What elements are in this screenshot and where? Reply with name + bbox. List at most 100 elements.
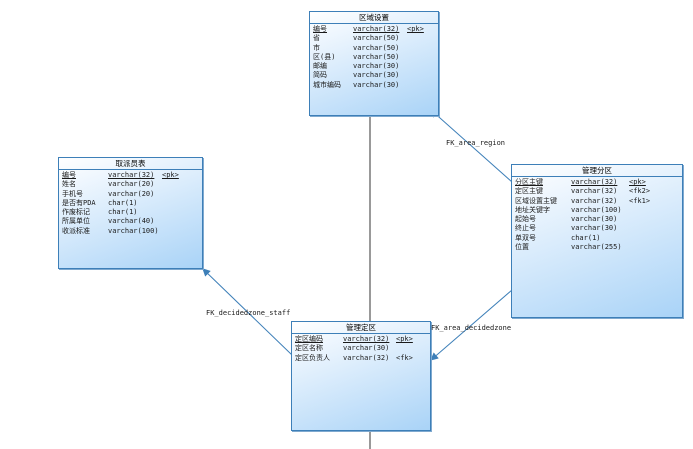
entity-title: 区域设置 [310, 12, 438, 24]
attribute-row: 区(县) varchar(50) [313, 53, 438, 62]
attribute-row: 起始号 varchar(30) [515, 215, 682, 224]
attribute-name: 终止号 [515, 224, 536, 233]
attribute-name: 编号 [313, 25, 327, 33]
attribute-key: <pk> [396, 335, 413, 343]
attribute-type: varchar(32) [343, 335, 390, 343]
entity-title: 管理分区 [512, 165, 682, 177]
attribute-type: varchar(32) [571, 187, 618, 196]
attribute-name: 位置 [515, 243, 529, 252]
attribute-type: varchar(50) [353, 43, 400, 52]
attribute-row: 终止号 varchar(30) [515, 224, 682, 233]
attribute-name: 作废标记 [62, 208, 90, 217]
attribute-row: 编号 varchar(32) <pk> [313, 25, 438, 34]
attribute-name: 分区主键 [515, 178, 543, 186]
rel-label-area-decidedzone: FK_area_decidedzone [431, 324, 512, 332]
attribute-row: 城市编码 varchar(30) [313, 81, 438, 90]
attribute-key: <fk2> [629, 187, 651, 196]
attribute-name: 手机号 [62, 189, 83, 198]
attribute-name: 地址关键字 [515, 205, 550, 214]
rel-label-decidedzone-staff: FK_decidedzone_staff [206, 309, 291, 317]
attribute-type: varchar(40) [108, 217, 155, 226]
attribute-list: 定区编码 varchar(32) <pk> 定区名称 varchar(30) 定区负责人 v… [292, 334, 430, 363]
attribute-type: varchar(30) [343, 344, 390, 353]
entity-title: 管理定区 [292, 322, 430, 334]
attribute-row: 所属单位 varchar(40) [62, 217, 202, 226]
attribute-type: varchar(255) [571, 243, 622, 252]
attribute-list: 编号 varchar(32) <pk> 姓名 varchar(20) 手机号 varchar… [59, 170, 202, 236]
attribute-list: 编号 varchar(32) <pk> 省 varchar(50) 市 varchar(50… [310, 24, 438, 90]
attribute-name: 定区名称 [295, 344, 323, 353]
attribute-type: varchar(50) [353, 52, 400, 61]
attribute-row: 定区名称 varchar(30) [295, 344, 430, 353]
attribute-type: varchar(30) [571, 215, 618, 224]
attribute-row: 手机号 varchar(20) [62, 190, 202, 199]
attribute-row: 市 varchar(50) [313, 44, 438, 53]
attribute-name: 单双号 [515, 233, 536, 242]
attribute-row: 定区编码 varchar(32) <pk> [295, 335, 430, 344]
attribute-row: 定区主键 varchar(32) <fk2> [515, 187, 682, 196]
attribute-type: varchar(32) [571, 178, 618, 186]
attribute-type: varchar(30) [353, 71, 400, 80]
attribute-name: 姓名 [62, 180, 76, 189]
attribute-key: <fk> [396, 353, 413, 362]
attribute-row: 编号 varchar(32) <pk> [62, 171, 202, 180]
entity-staff[interactable]: 取派员表 编号 varchar(32) <pk> 姓名 varchar(20) 手机号 va… [58, 157, 203, 269]
rel-label-area-region: FK_area_region [446, 139, 506, 147]
attribute-name: 定区主键 [515, 187, 543, 196]
attribute-type: varchar(32) [108, 171, 155, 179]
attribute-name: 城市编码 [313, 80, 341, 89]
attribute-type: varchar(50) [353, 34, 400, 43]
attribute-name: 是否有PDA [62, 198, 96, 207]
attribute-type: char(1) [108, 208, 138, 217]
attribute-name: 市 [313, 43, 320, 52]
attribute-type: varchar(32) [571, 196, 618, 205]
attribute-key: <fk1> [629, 196, 651, 205]
attribute-row: 单双号 char(1) [515, 234, 682, 243]
rel-line-area-decidedzone[interactable] [430, 289, 513, 361]
attribute-row: 姓名 varchar(20) [62, 180, 202, 189]
attribute-type: varchar(100) [571, 205, 622, 214]
attribute-row: 定区负责人 varchar(32) <fk> [295, 354, 430, 363]
attribute-type: varchar(30) [571, 224, 618, 233]
attribute-row: 分区主键 varchar(32) <pk> [515, 178, 682, 187]
attribute-type: varchar(30) [353, 62, 400, 71]
attribute-name: 定区编码 [295, 335, 323, 343]
attribute-name: 简码 [313, 71, 327, 80]
rel-line-decidedzone-staff[interactable] [202, 268, 293, 356]
attribute-type: varchar(30) [353, 80, 400, 89]
attribute-type: varchar(32) [343, 353, 390, 362]
entity-area[interactable]: 管理分区 分区主键 varchar(32) <pk> 定区主键 varchar(32) <… [511, 164, 683, 318]
attribute-row: 是否有PDA char(1) [62, 199, 202, 208]
attribute-name: 邮编 [313, 62, 327, 71]
attribute-key: <pk> [162, 171, 179, 179]
attribute-type: varchar(32) [353, 25, 400, 33]
attribute-type: varchar(20) [108, 180, 155, 189]
attribute-row: 邮编 varchar(30) [313, 62, 438, 71]
attribute-name: 收派标准 [62, 226, 90, 235]
attribute-row: 省 varchar(50) [313, 34, 438, 43]
attribute-type: varchar(100) [108, 226, 159, 235]
attribute-name: 起始号 [515, 215, 536, 224]
entity-title: 取派员表 [59, 158, 202, 170]
attribute-row: 简码 varchar(30) [313, 71, 438, 80]
attribute-name: 所属单位 [62, 217, 90, 226]
entity-region[interactable]: 区域设置 编号 varchar(32) <pk> 省 varchar(50) 市 varch… [309, 11, 439, 116]
attribute-name: 编号 [62, 171, 76, 179]
attribute-row: 收派标准 varchar(100) [62, 227, 202, 236]
attribute-type: varchar(20) [108, 189, 155, 198]
attribute-name: 区(县) [313, 52, 336, 61]
attribute-key: <pk> [407, 25, 424, 33]
attribute-row: 地址关键字 varchar(100) [515, 206, 682, 215]
rel-line-area-region[interactable] [430, 109, 513, 183]
attribute-name: 省 [313, 34, 320, 43]
attribute-name: 区域设置主键 [515, 196, 557, 205]
attribute-type: char(1) [571, 233, 601, 242]
attribute-type: char(1) [108, 198, 138, 207]
attribute-row: 区域设置主键 varchar(32) <fk1> [515, 197, 682, 206]
attribute-key: <pk> [629, 178, 646, 186]
attribute-row: 位置 varchar(255) [515, 243, 682, 252]
attribute-name: 定区负责人 [295, 353, 330, 362]
